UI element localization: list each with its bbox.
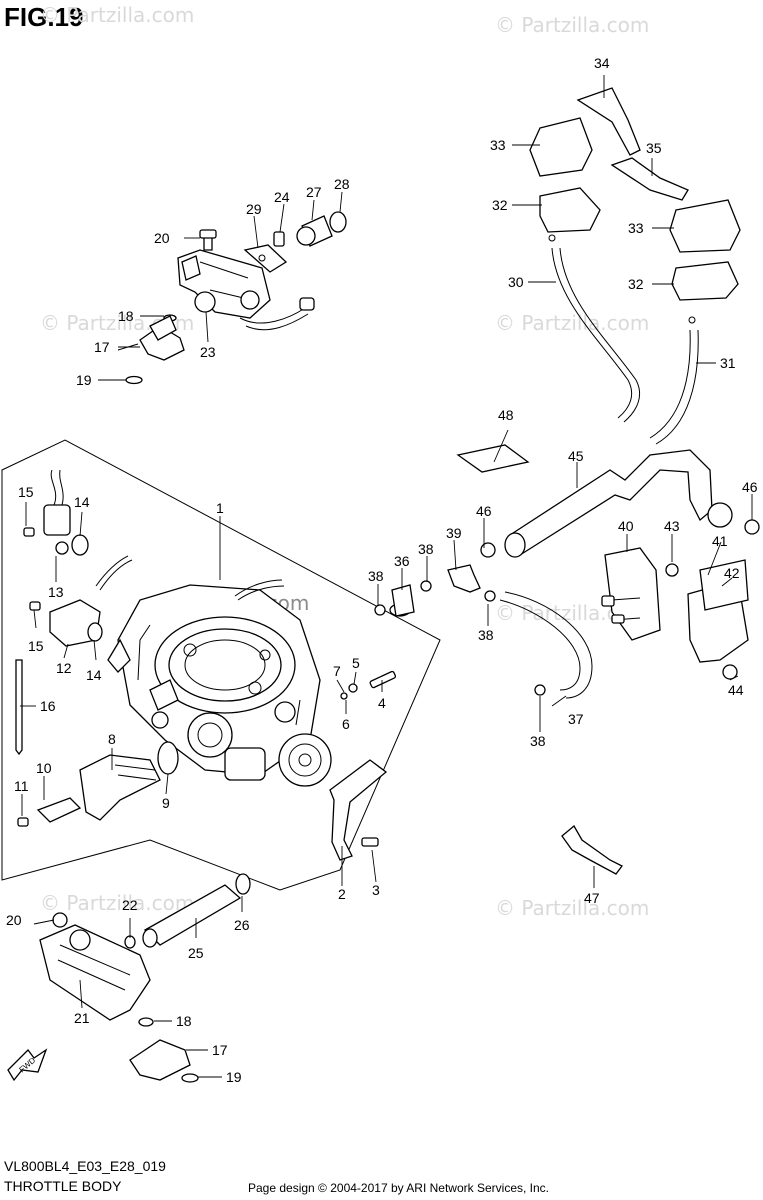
leader-lines	[20, 75, 753, 1078]
callout-label: 34	[594, 55, 610, 71]
watermark: © Partzilla.com	[495, 896, 649, 920]
callout-label: 35	[646, 140, 662, 156]
fig-title: FIG.19	[4, 2, 84, 32]
callout-label: 46	[476, 503, 492, 519]
callout-label: 32	[492, 197, 508, 213]
callout-label: 14	[86, 667, 102, 683]
callout-label: 25	[188, 945, 204, 961]
callout-label: 48	[498, 407, 514, 423]
section-name: THROTTLE BODY	[4, 1178, 122, 1194]
callout-label: 20	[6, 912, 22, 928]
callout-label: 14	[74, 494, 90, 510]
callout-labels: 1 2 3 4 5 6 7 8 9 10 11 12 13 14 14 15 1…	[6, 55, 758, 1085]
callout-label: 21	[74, 1010, 90, 1026]
callout-label: 17	[212, 1042, 228, 1058]
callout-label: 38	[478, 627, 494, 643]
sensor-group	[15, 469, 179, 827]
callout-label: 39	[446, 525, 462, 541]
callout-label: 30	[508, 274, 524, 290]
callout-label: 47	[584, 890, 600, 906]
callout-label: 12	[56, 660, 72, 676]
callout-label: 18	[118, 308, 134, 324]
callout-label: 16	[40, 698, 56, 714]
callout-label: 46	[742, 479, 758, 495]
callout-label: 27	[306, 184, 322, 200]
callout-label: 11	[14, 778, 29, 794]
callout-label: 38	[530, 733, 546, 749]
callout-label: 15	[28, 638, 44, 654]
callout-label: 8	[108, 731, 116, 747]
callout-label: 20	[154, 230, 170, 246]
watermark: © Partzilla.com	[495, 13, 649, 37]
callout-label: 22	[122, 897, 138, 913]
callout-label: 6	[342, 716, 350, 732]
callout-label: 7	[333, 663, 341, 679]
callout-label: 26	[234, 917, 250, 933]
assembly-frame	[1, 439, 441, 891]
callout-label: 40	[618, 518, 634, 534]
copyright-credit: Page design © 2004-2017 by ARI Network S…	[248, 1181, 550, 1195]
callout-label: 23	[200, 344, 216, 360]
front-fuel-delivery-group: FWD	[7, 873, 251, 1083]
callout-label: 19	[226, 1069, 242, 1085]
rear-fuel-delivery-group	[117, 211, 347, 385]
callout-label: 33	[490, 137, 506, 153]
throttle-body-assembly	[107, 579, 332, 787]
callout-label: 9	[162, 795, 170, 811]
callout-label: 38	[418, 541, 434, 557]
callout-label: 38	[368, 568, 384, 584]
callout-label: 44	[728, 682, 744, 698]
callout-label: 17	[94, 339, 110, 355]
callout-label: 41	[712, 533, 728, 549]
callout-label: 24	[274, 189, 290, 205]
callout-label: 29	[246, 201, 262, 217]
idle-screw-group	[329, 670, 397, 861]
callout-label: 36	[394, 553, 410, 569]
callout-label: 3	[372, 882, 380, 898]
callout-label: 1	[216, 500, 224, 516]
callout-label: 31	[720, 355, 736, 371]
callout-label: 33	[628, 220, 644, 236]
callout-label: 28	[334, 176, 350, 192]
callout-label: 19	[76, 372, 92, 388]
callout-label: 13	[48, 584, 64, 600]
callout-label: 10	[36, 760, 52, 776]
callout-label: 18	[176, 1013, 192, 1029]
callout-label: 37	[568, 711, 584, 727]
watermark: © Partzilla.com	[40, 891, 194, 915]
watermark: © Partzilla.com	[495, 311, 649, 335]
callout-label: 42	[724, 565, 740, 581]
callout-label: 4	[378, 695, 386, 711]
watermark: © Partzilla.com	[40, 3, 194, 27]
callout-label: 15	[18, 484, 34, 500]
callout-label: 5	[352, 655, 360, 671]
model-code: VL800BL4_E03_E28_019	[4, 1158, 166, 1174]
callout-label: 43	[664, 518, 680, 534]
callout-label: 45	[568, 448, 584, 464]
callout-label: 2	[338, 886, 346, 902]
callout-label: 32	[628, 276, 644, 292]
evap-group	[374, 87, 760, 875]
